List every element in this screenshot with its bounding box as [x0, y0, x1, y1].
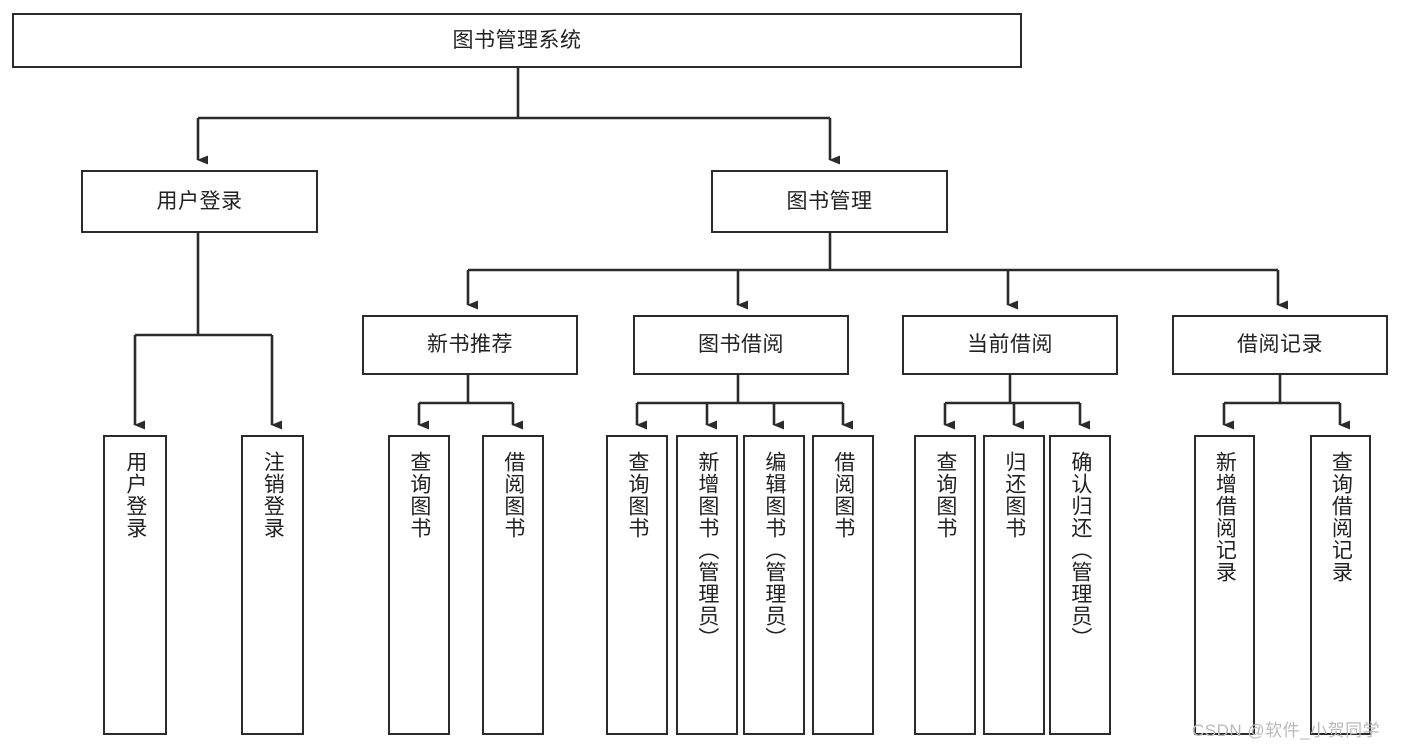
- node-label: 图书管理: [786, 189, 873, 213]
- leaf-confirm-return-admin[interactable]: 确认归还（管理员）: [1049, 435, 1111, 735]
- node-book-management[interactable]: 图书管理: [711, 170, 948, 233]
- leaf-borrow-books-borrowing[interactable]: 借阅图书: [812, 435, 874, 735]
- leaf-add-borrowing-record[interactable]: 新增借阅记录: [1194, 435, 1255, 735]
- leaf-borrow-books-recommendation[interactable]: 借阅图书: [482, 435, 544, 735]
- leaf-query-borrowing-record[interactable]: 查询借阅记录: [1310, 435, 1371, 735]
- leaf-add-book-admin[interactable]: 新增图书（管理员）: [676, 435, 738, 735]
- node-label: 当前借阅: [967, 333, 1053, 357]
- leaf-logout[interactable]: 注销登录: [241, 435, 304, 735]
- node-label: 查询图书: [407, 451, 431, 539]
- node-label: 图书管理系统: [452, 28, 582, 52]
- node-user-login[interactable]: 用户登录: [81, 170, 318, 233]
- node-label: 查询图书: [933, 451, 957, 539]
- node-label: 新增图书（管理员）: [695, 451, 719, 649]
- leaf-user-login[interactable]: 用户登录: [103, 435, 167, 735]
- node-label: 查询图书: [625, 451, 649, 539]
- leaf-edit-book-admin[interactable]: 编辑图书（管理员）: [743, 435, 805, 735]
- node-label: 归还图书: [1002, 451, 1026, 539]
- csdn-watermark: CSDN @软件_小贺同学: [1192, 721, 1381, 740]
- node-book-borrowing[interactable]: 图书借阅: [633, 315, 849, 375]
- node-label: 借阅图书: [831, 451, 855, 539]
- node-root-book-management-system[interactable]: 图书管理系统: [12, 13, 1022, 68]
- node-label: 新书推荐: [427, 333, 513, 357]
- node-label: 注销登录: [261, 451, 285, 539]
- node-label: 图书借阅: [698, 333, 784, 357]
- leaf-query-books-borrowing[interactable]: 查询图书: [606, 435, 668, 735]
- node-new-book-recommendation[interactable]: 新书推荐: [362, 315, 578, 375]
- node-label: 借阅图书: [501, 451, 525, 539]
- node-label: 查询借阅记录: [1329, 451, 1353, 583]
- leaf-query-books-recommendation[interactable]: 查询图书: [388, 435, 450, 735]
- leaf-return-books[interactable]: 归还图书: [983, 435, 1045, 735]
- node-borrowing-records[interactable]: 借阅记录: [1172, 315, 1388, 375]
- node-label: 编辑图书（管理员）: [762, 451, 786, 649]
- node-current-borrowing[interactable]: 当前借阅: [902, 315, 1118, 375]
- node-label: 新增借阅记录: [1213, 451, 1237, 583]
- node-label: 用户登录: [156, 189, 243, 213]
- node-label: 确认归还（管理员）: [1068, 451, 1092, 649]
- node-label: 借阅记录: [1237, 333, 1323, 357]
- leaf-query-books-current[interactable]: 查询图书: [914, 435, 976, 735]
- node-label: 用户登录: [123, 451, 147, 539]
